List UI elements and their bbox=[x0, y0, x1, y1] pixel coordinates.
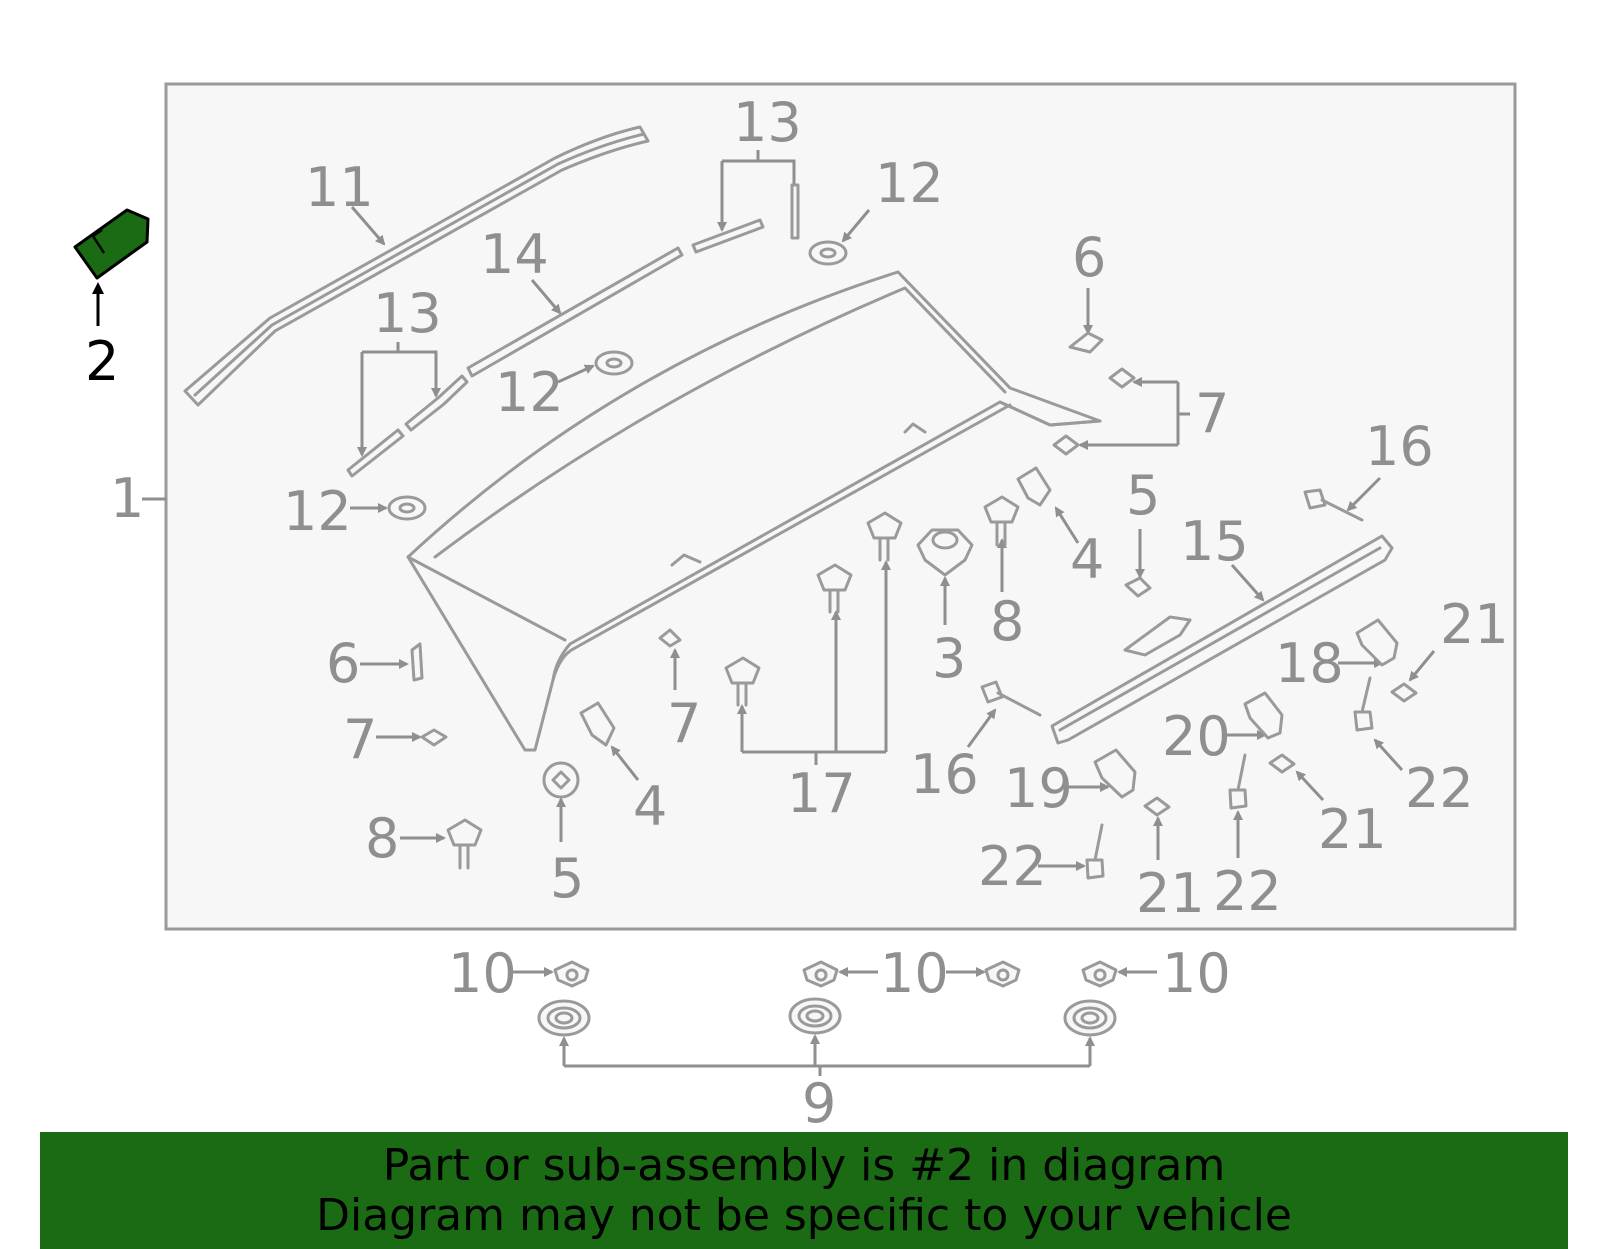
callout-8-upper[interactable]: 8 bbox=[990, 590, 1024, 653]
part-8-pin-left bbox=[446, 818, 483, 870]
part-10-nut-a bbox=[553, 960, 590, 988]
callout-10-c[interactable]: 10 bbox=[1162, 942, 1231, 1005]
callout-9[interactable]: 9 bbox=[802, 1072, 836, 1135]
part-9-seal-a bbox=[537, 999, 591, 1037]
callout-6-upper[interactable]: 6 bbox=[1072, 226, 1106, 289]
banner-line-1: Part or sub-assembly is #2 in diagram bbox=[382, 1139, 1226, 1191]
part-16-bolt-upper bbox=[1303, 488, 1364, 522]
part-5-clip-lower bbox=[542, 761, 580, 799]
callout-10-a[interactable]: 10 bbox=[448, 942, 517, 1005]
part-17-pin-c bbox=[724, 656, 761, 707]
callout-7-right[interactable]: 7 bbox=[1195, 382, 1229, 445]
callout-12-b[interactable]: 12 bbox=[495, 361, 564, 424]
callout-8-left[interactable]: 8 bbox=[365, 807, 399, 870]
part-20-clip bbox=[1243, 691, 1284, 740]
callout-1[interactable]: 1 bbox=[110, 467, 144, 530]
part-16-bolt-lower bbox=[980, 680, 1042, 717]
callout-5-upper[interactable]: 5 bbox=[1126, 464, 1160, 527]
part-4-nut-upper bbox=[1016, 466, 1052, 507]
callout-6-left[interactable]: 6 bbox=[326, 632, 360, 695]
part-7-pad-b bbox=[1052, 434, 1080, 456]
part-9-seal-c bbox=[1063, 999, 1117, 1037]
part-17-pin-b bbox=[816, 563, 853, 614]
part-7-pad-middle bbox=[658, 628, 682, 648]
part-12-grommet-c bbox=[387, 495, 427, 521]
callout-5-lower[interactable]: 5 bbox=[550, 847, 584, 910]
callout-13-lower[interactable]: 13 bbox=[373, 282, 442, 345]
callout-16-lower[interactable]: 16 bbox=[910, 743, 979, 806]
part-6-clip-upper bbox=[1068, 331, 1104, 354]
callout-18[interactable]: 18 bbox=[1275, 632, 1344, 695]
part-12-grommet-a bbox=[808, 240, 848, 266]
callout-21-right[interactable]: 21 bbox=[1440, 593, 1509, 656]
part-2-shape[interactable] bbox=[73, 208, 150, 280]
banner-line-2: Diagram may not be specific to your vehi… bbox=[316, 1189, 1292, 1241]
part-10-nut-b bbox=[802, 960, 839, 988]
part-21-pad-right bbox=[1390, 682, 1418, 703]
callout-7-left[interactable]: 7 bbox=[343, 708, 377, 771]
part-2-highlighted[interactable] bbox=[73, 208, 150, 326]
callout-21-lower[interactable]: 21 bbox=[1136, 862, 1205, 925]
part-11-molding bbox=[183, 125, 650, 407]
part-13-molding-lower bbox=[346, 374, 469, 478]
part-4-nut-lower bbox=[579, 701, 616, 747]
callout-17[interactable]: 17 bbox=[787, 762, 856, 825]
callout-4-lower[interactable]: 4 bbox=[633, 775, 667, 838]
callout-7-middle[interactable]: 7 bbox=[667, 692, 701, 755]
part-21-pad-lower bbox=[1143, 796, 1171, 817]
callout-16-upper[interactable]: 16 bbox=[1365, 415, 1434, 478]
part-9-seal-b bbox=[788, 997, 842, 1035]
callout-11[interactable]: 11 bbox=[305, 156, 374, 219]
part-7-pad-a bbox=[1108, 367, 1136, 389]
callout-3[interactable]: 3 bbox=[932, 627, 966, 690]
banner-background bbox=[40, 1132, 1568, 1249]
part-6-clip-left bbox=[410, 642, 424, 682]
info-banner: Part or sub-assembly is #2 in diagram Di… bbox=[40, 1132, 1568, 1249]
callout-20[interactable]: 20 bbox=[1162, 705, 1231, 768]
part-15-bracket bbox=[1050, 534, 1394, 745]
part-7-pad-left bbox=[420, 728, 448, 747]
part-3-grommet bbox=[916, 528, 974, 577]
part-22-bolt-right bbox=[1353, 676, 1374, 732]
part-8-pin-upper bbox=[983, 495, 1020, 547]
part-17-pin-a bbox=[866, 511, 903, 562]
part-13-molding-top bbox=[691, 183, 800, 254]
part-5-clip-upper bbox=[1124, 576, 1152, 598]
callout-19[interactable]: 19 bbox=[1004, 757, 1073, 820]
part-22-bolt-lower bbox=[1085, 823, 1105, 880]
callout-22-middle[interactable]: 22 bbox=[1213, 860, 1282, 923]
callout-14[interactable]: 14 bbox=[480, 223, 549, 286]
part-10-nut-c bbox=[984, 960, 1021, 988]
part-14-molding bbox=[466, 246, 684, 378]
callout-10-b[interactable]: 10 bbox=[880, 942, 949, 1005]
callout-12-c[interactable]: 12 bbox=[283, 480, 352, 543]
callout-2[interactable]: 2 bbox=[85, 330, 119, 393]
callout-21-middle[interactable]: 21 bbox=[1318, 798, 1387, 861]
part-21-pad-middle bbox=[1268, 753, 1296, 774]
part-1-spoiler bbox=[406, 270, 1102, 752]
callout-15[interactable]: 15 bbox=[1180, 510, 1249, 573]
part-12-grommet-b bbox=[594, 350, 634, 376]
callout-12-a[interactable]: 12 bbox=[875, 152, 944, 215]
part-19-clip bbox=[1093, 748, 1137, 799]
part-22-bolt-middle bbox=[1228, 753, 1248, 810]
callout-22-right[interactable]: 22 bbox=[1405, 757, 1474, 820]
callout-22-lower[interactable]: 22 bbox=[978, 835, 1047, 898]
part-18-clip bbox=[1355, 618, 1399, 667]
part-10-nut-d bbox=[1081, 960, 1118, 988]
callout-13-top[interactable]: 13 bbox=[733, 91, 802, 154]
